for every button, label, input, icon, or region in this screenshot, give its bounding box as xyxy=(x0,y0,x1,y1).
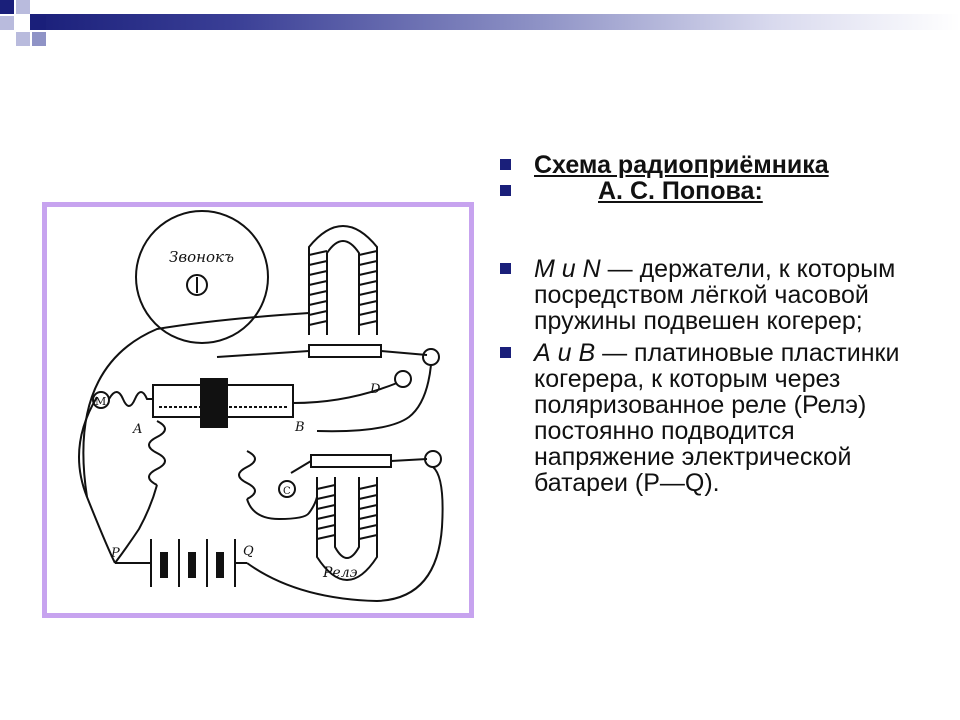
hammer-rod xyxy=(216,350,310,358)
deco-square xyxy=(16,16,30,30)
bullet-square xyxy=(500,347,511,358)
lower-terminal xyxy=(424,450,442,468)
lower-armature xyxy=(310,454,392,468)
deco-square xyxy=(0,0,14,14)
deco-square xyxy=(16,0,30,14)
upper-magnet-inner xyxy=(326,240,360,335)
terminal-d xyxy=(394,370,412,388)
upper-terminal xyxy=(422,348,440,366)
item-ab-text: — платиновые пластинки когерера, к котор… xyxy=(534,339,900,497)
label-a: A xyxy=(132,422,142,437)
title-line-1: Схема радиоприёмника xyxy=(534,151,829,179)
item-ab-symbols: А и В xyxy=(534,339,596,367)
left-coil xyxy=(148,420,166,486)
lower-coil-right xyxy=(358,484,378,540)
label-p: P xyxy=(110,546,120,561)
relay-label: Релэ xyxy=(322,565,358,581)
title-row-1: Схема радиоприёмника xyxy=(496,152,916,178)
upper-magnet-outer xyxy=(308,225,378,335)
bullet-item-ab: А и В — платиновые пластинки когерера, к… xyxy=(496,340,916,496)
bell-clapper xyxy=(186,274,208,296)
upper-coil-left xyxy=(308,250,328,326)
title-line-2: А. С. Попова: xyxy=(598,177,763,205)
bell-circle xyxy=(135,210,269,344)
gradient-bar xyxy=(30,14,960,30)
label-q: Q xyxy=(243,544,254,559)
deco-square xyxy=(0,16,14,30)
label-c: C xyxy=(283,486,291,497)
bullet-square xyxy=(500,185,511,196)
deco-square xyxy=(16,32,30,46)
battery xyxy=(115,539,247,587)
deco-square xyxy=(32,16,46,30)
deco-square xyxy=(32,32,46,46)
item-mn-symbols: М и N xyxy=(534,255,601,283)
coherer-spring xyxy=(108,391,153,407)
receiver-diagram: Звонокъ D М A B xyxy=(42,202,474,618)
label-d: D xyxy=(369,382,381,397)
lower-magnet-inner xyxy=(334,477,360,559)
circuit-wires xyxy=(78,312,444,603)
upper-coil-right xyxy=(358,250,378,326)
title-row-2: А. С. Попова: xyxy=(496,178,916,204)
bell-label: Звонокъ xyxy=(169,248,234,266)
lower-coil-left xyxy=(316,484,336,540)
label-m: М xyxy=(95,395,106,408)
armature-lever xyxy=(380,350,428,356)
coherer-holder xyxy=(200,378,228,428)
upper-armature xyxy=(308,344,382,358)
bullet-square xyxy=(500,263,511,274)
terminal-m xyxy=(92,391,110,409)
bullet-square xyxy=(500,159,511,170)
right-coil xyxy=(238,450,256,500)
title-decoration-band xyxy=(0,0,960,46)
label-b: B xyxy=(294,420,305,435)
item-mn-text: — держатели, к которым посредством лёгко… xyxy=(534,255,896,335)
relay-contact xyxy=(278,480,296,498)
bullet-item-mn: М и N — держатели, к которым посредством… xyxy=(496,256,916,334)
slide-text: Схема радиоприёмника А. С. Попова: М и N… xyxy=(496,152,916,496)
contact-arm xyxy=(290,460,312,474)
lower-magnet-outer xyxy=(316,477,378,581)
lower-lever xyxy=(390,458,428,462)
